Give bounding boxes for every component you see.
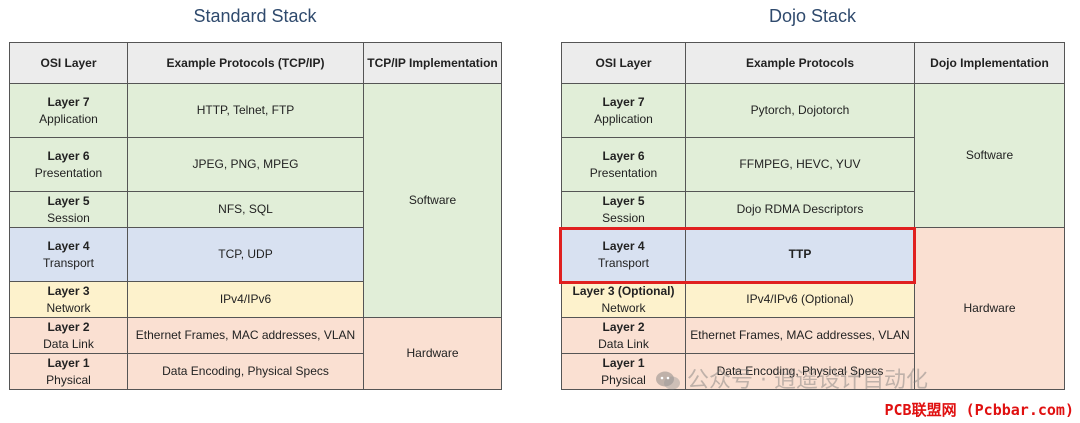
header-implementation: TCP/IP Implementation	[363, 42, 502, 84]
standard-stack-table: OSI Layer Example Protocols (TCP/IP) TCP…	[9, 42, 502, 390]
standard-stack-title: Standard Stack	[193, 6, 317, 26]
header-osi-layer: OSI Layer	[9, 42, 128, 84]
protocol-cell: HTTP, Telnet, FTP	[127, 83, 364, 138]
protocol-cell: JPEG, PNG, MPEG	[127, 137, 364, 192]
protocol-cell: NFS, SQL	[127, 191, 364, 228]
source-credit: PCB联盟网 (Pcbbar.com)	[884, 401, 1075, 419]
protocol-cell: TCP, UDP	[127, 227, 364, 282]
dojo-stack-table: OSI Layer Example Protocols Dojo Impleme…	[561, 42, 1065, 390]
protocol-cell: IPv4/IPv6	[127, 281, 364, 318]
transport-highlight-box	[559, 227, 916, 284]
impl-software-cell: Software	[363, 83, 502, 318]
header-example-protocols: Example Protocols	[685, 42, 915, 84]
protocol-cell: Data Encoding, Physical Specs	[127, 353, 364, 390]
protocol-cell: IPv4/IPv6 (Optional)	[685, 281, 915, 318]
header-example-protocols: Example Protocols (TCP/IP)	[127, 42, 364, 84]
table-row: Layer 3 (Optional)Network IPv4/IPv6 (Opt…	[561, 281, 1065, 318]
watermark-text: 公众号 · 逍遥设计自动化	[687, 368, 928, 393]
protocol-cell: FFMPEG, HEVC, YUV	[685, 137, 915, 192]
protocol-cell: Ethernet Frames, MAC addresses, VLAN	[685, 317, 915, 354]
protocol-cell: Ethernet Frames, MAC addresses, VLAN	[127, 317, 364, 354]
impl-hardware-cell: Hardware	[363, 317, 502, 390]
layer-cell: Layer 3 (Optional)Network	[561, 281, 686, 318]
header-implementation: Dojo Implementation	[914, 42, 1065, 84]
protocol-cell: Pytorch, Dojotorch	[685, 83, 915, 138]
impl-software-cell: Software	[914, 83, 1065, 228]
protocol-cell: Dojo RDMA Descriptors	[685, 191, 915, 228]
watermark: 公众号 · 逍遥设计自动化	[655, 362, 928, 394]
impl-hardware-cell: Hardware	[914, 227, 1065, 390]
protocol-cell: Data Encoding, Physical Specs	[685, 353, 915, 390]
ttp-protocol-cell: TTP	[685, 227, 915, 282]
dojo-stack-title: Dojo Stack	[768, 6, 857, 26]
wechat-icon	[655, 370, 681, 392]
header-osi-layer: OSI Layer	[561, 42, 686, 84]
